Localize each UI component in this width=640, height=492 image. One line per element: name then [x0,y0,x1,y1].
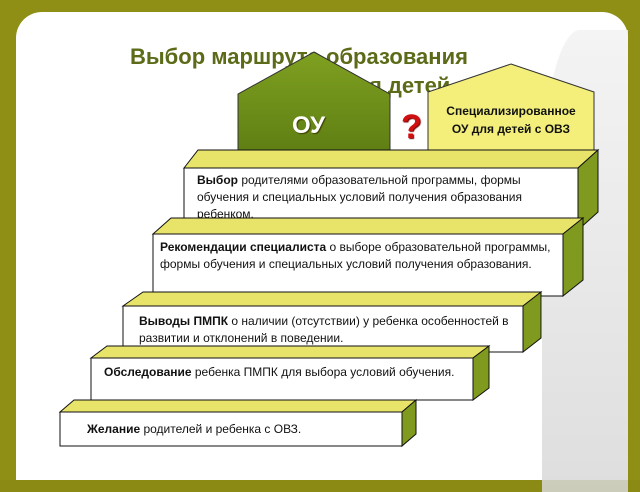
step-5-text: Желание родителей и ребенка с ОВЗ. [87,421,387,438]
step-1-text: Выбор родителями образовательной програм… [197,172,562,223]
step-2-rest: о выборе образовательной программы, форм… [160,240,551,271]
step-3-shape [121,290,543,354]
step-2-bold: Рекомендации специалиста [160,240,327,254]
special-school-label-line-2: ОУ для детей с ОВЗ [451,122,571,136]
ou-label: ОУ [292,112,325,139]
step-3-text: Выводы ПМПК о наличии (отсутствии) у реб… [139,313,519,347]
step-5-bold: Желание [87,422,141,436]
ou-house-shape [237,51,391,166]
special-school-label: Специализированное ОУ для детей с ОВЗ [427,102,595,138]
step-4-rest: ребенка ПМПК для выбора условий обучения… [191,365,455,379]
step-1-rest: родителями образовательной программы, фо… [197,173,523,221]
step-3-bold: Выводы ПМПК [139,314,229,328]
step-4-text: Обследование ребенка ПМПК для выбора усл… [104,364,464,381]
step-5-shape [58,398,418,448]
special-school-label-line-1: Специализированное [446,104,576,118]
step-5-rest: родителей и ребенка с ОВЗ. [140,422,302,436]
special-school-house-shape [427,63,595,170]
step-1-bold: Выбор [197,173,238,187]
step-4-shape [89,345,491,401]
question-mark-icon: ? [401,108,422,146]
step-4-bold: Обследование [104,365,192,379]
step-2-text: Рекомендации специалиста о выборе образо… [160,239,552,273]
step-2-shape [151,216,585,298]
step-3-rest: о наличии (отсутствии) у ребенка особенн… [139,314,509,345]
